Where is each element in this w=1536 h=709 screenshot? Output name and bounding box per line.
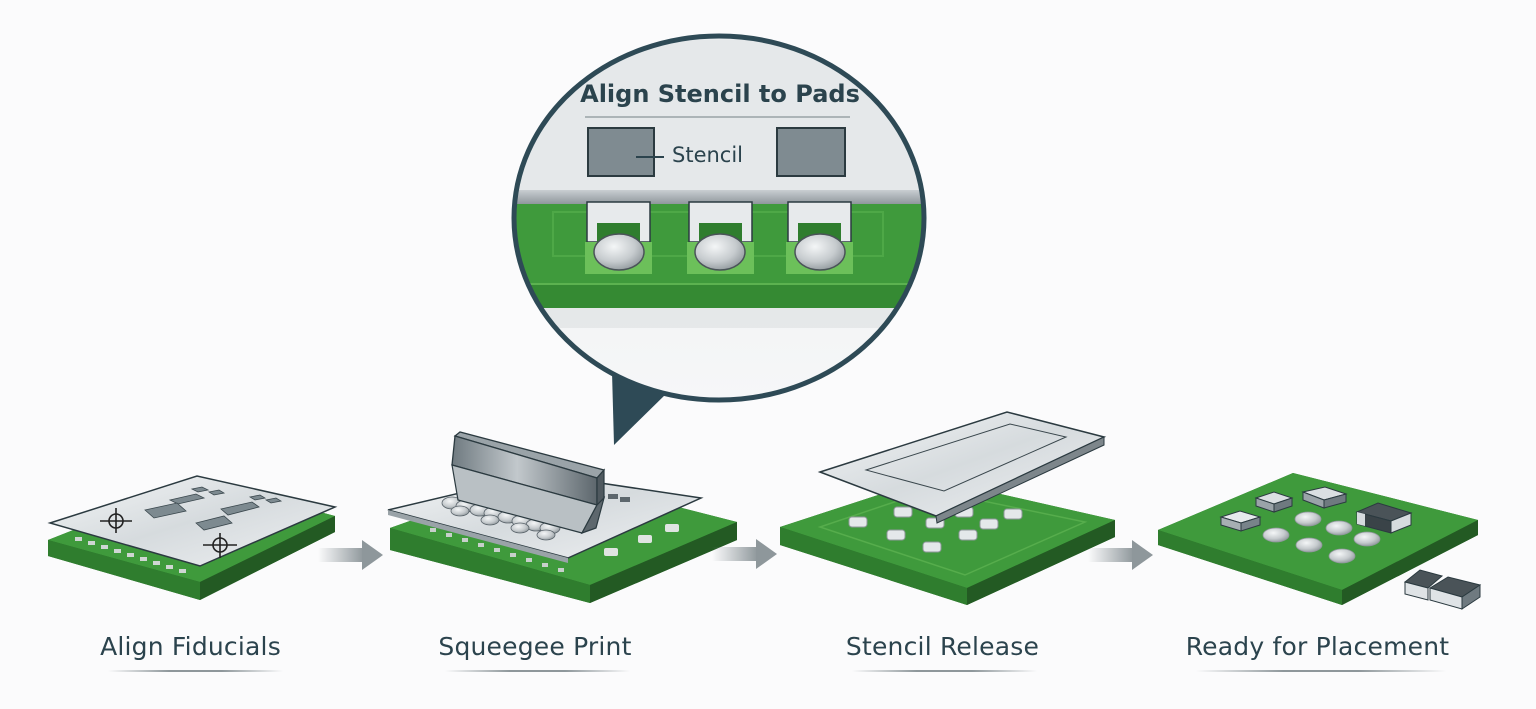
step-1-underline [108,670,283,672]
smd-component-icon [1254,491,1294,513]
step-2-label: Squeegee Print [438,632,632,661]
fiducial-crosshair-icon [203,533,237,558]
pad-group [585,201,853,274]
smd-component-icon [1219,510,1262,532]
step-2-illustration [387,431,737,603]
stencil-aperture [587,127,655,177]
solder-paste-deposit [794,233,846,271]
step-1-label: Align Fiducials [100,632,281,661]
paste-deposit-grid [848,506,1023,553]
arrow-right-icon [318,540,383,570]
squeegee-blade-icon [451,431,606,535]
callout-title: Align Stencil to Pads [580,80,860,108]
step-4-illustration [1158,473,1482,610]
step-4-label: Ready for Placement [1185,632,1450,661]
fiducial-crosshair-icon [100,508,132,533]
smd-component-icon [1301,486,1348,509]
paste-deposit [1262,511,1381,564]
step-4-underline [1196,670,1446,672]
chip-resistor-icon [1355,502,1413,534]
arrow-right-icon [712,539,777,569]
stencil-aperture [776,127,846,177]
solder-paste-deposit [593,233,645,271]
arrow-right-icon [1088,540,1153,570]
step-1-illustration [47,475,338,600]
step-3-label: Stencil Release [845,632,1040,661]
step-3-underline [852,670,1037,672]
step-2-underline [445,670,630,672]
step-3-illustration [780,411,1115,605]
loose-chip-component-icon [1403,569,1482,610]
solder-paste-deposit [694,233,746,271]
stencil-callout-label: Stencil [672,143,744,167]
